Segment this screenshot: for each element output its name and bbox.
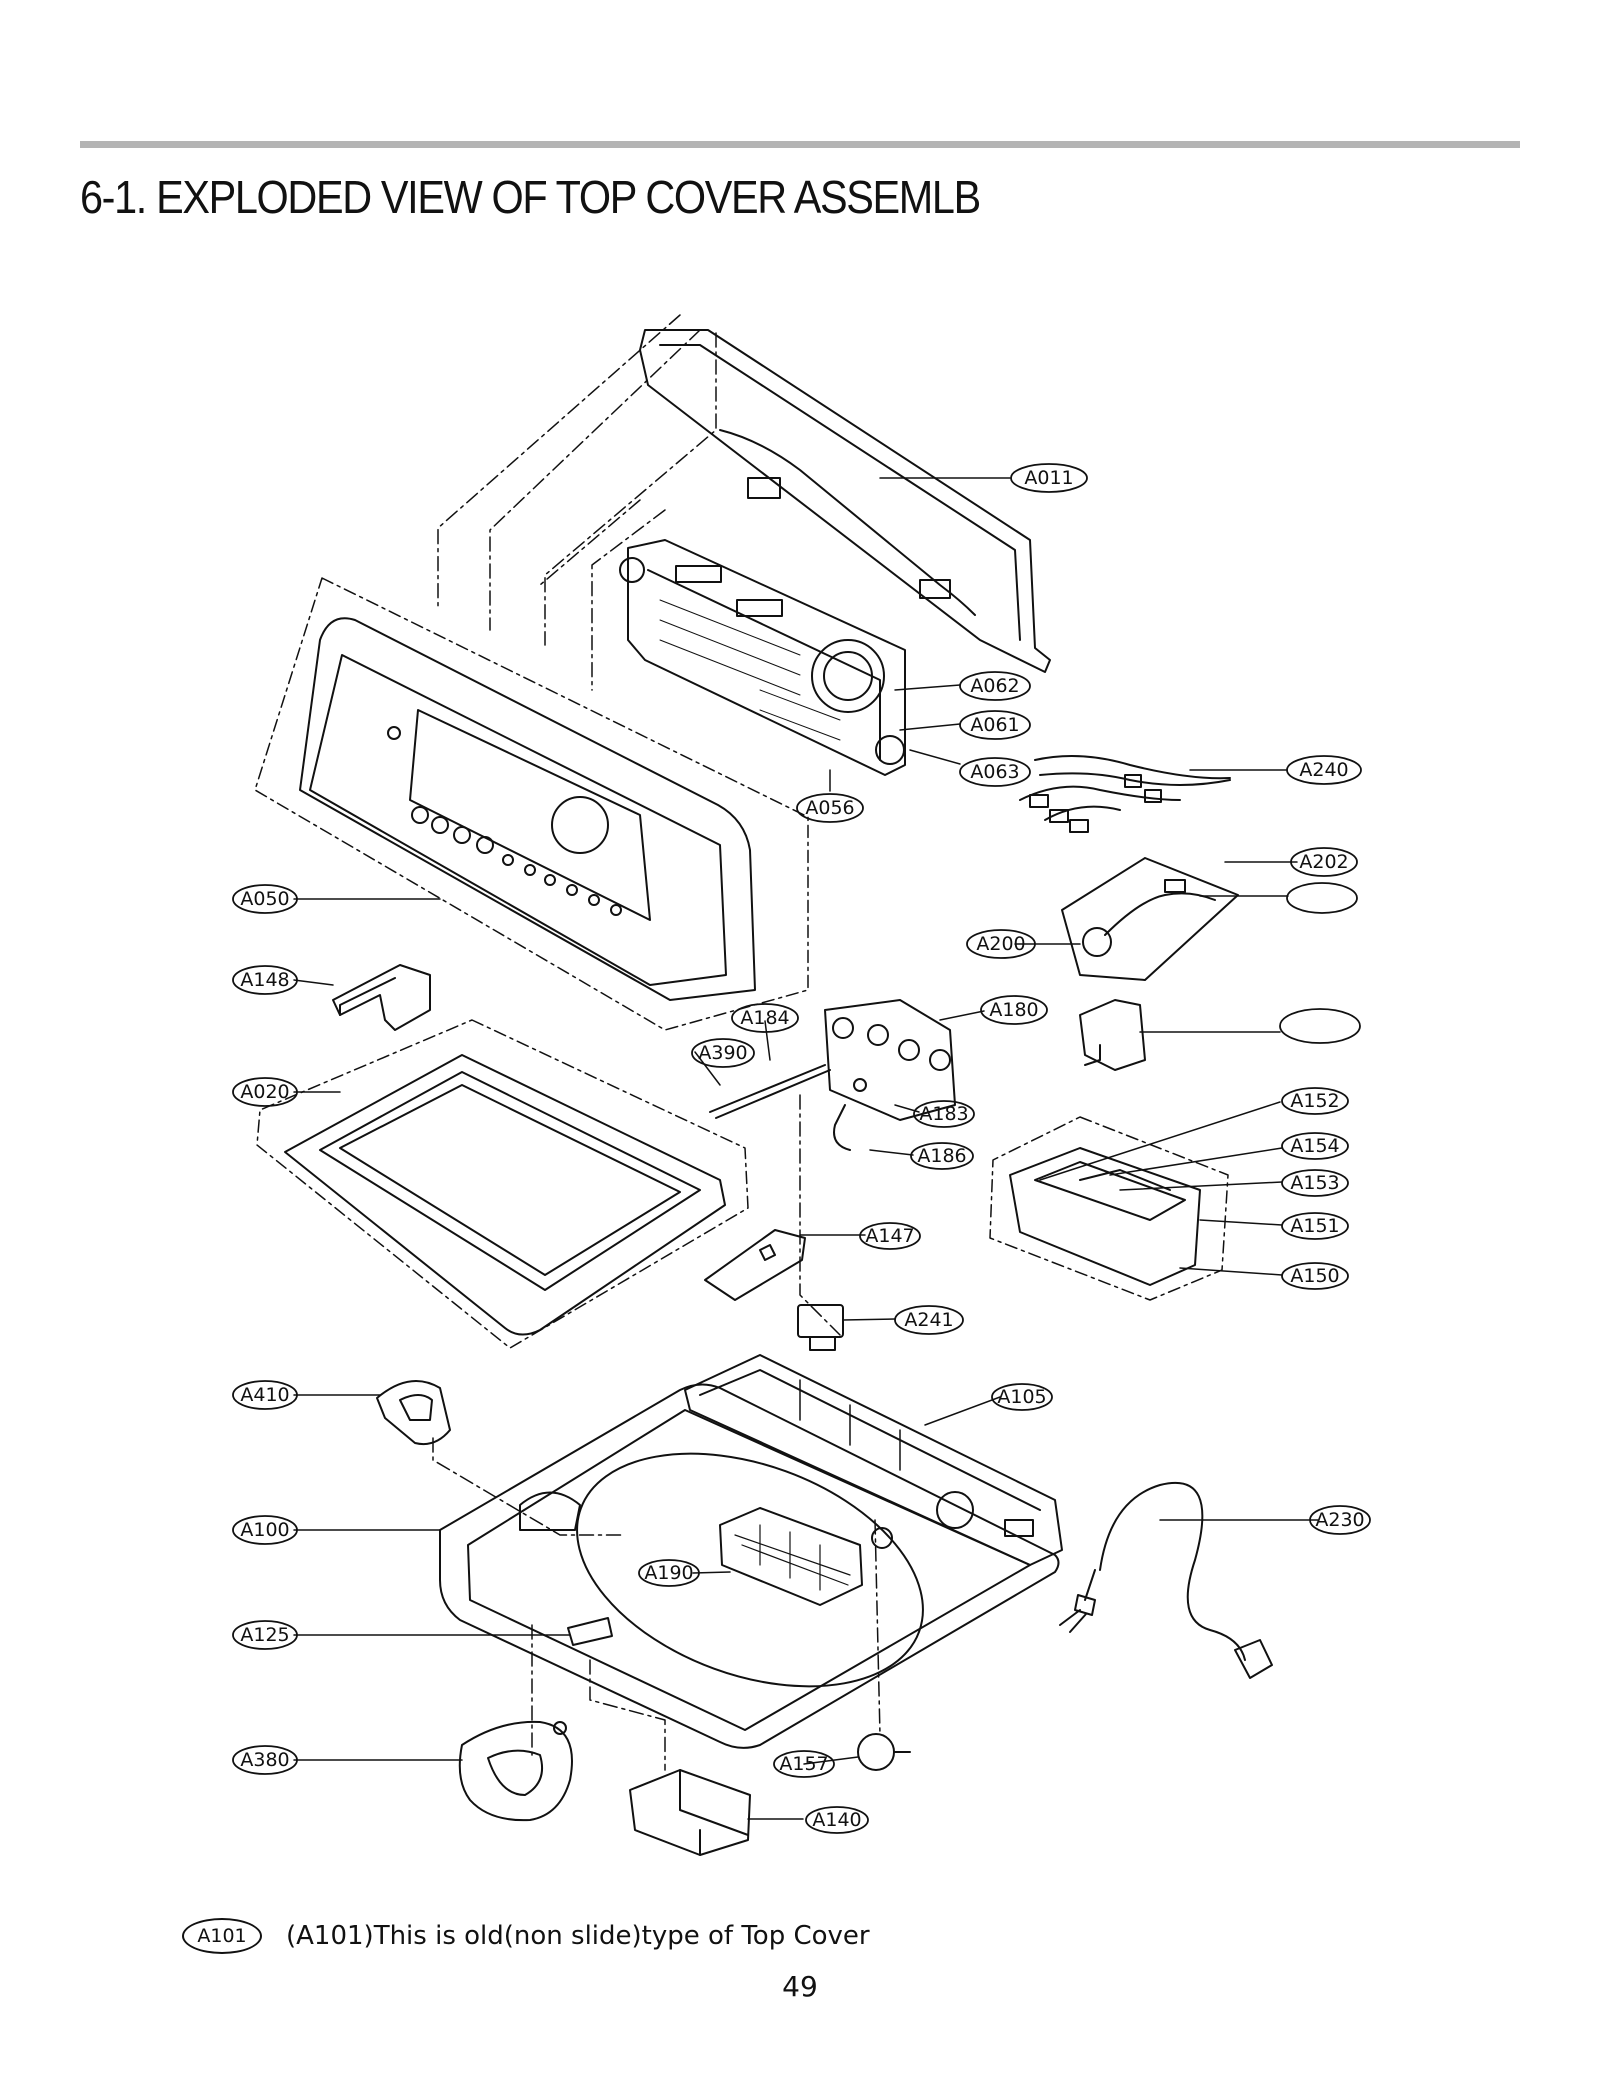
callout-a184: A184 xyxy=(740,1007,789,1029)
callout-a148: A148 xyxy=(240,969,289,991)
callout-a151: A151 xyxy=(1290,1215,1339,1237)
power-cord-part xyxy=(1059,1481,1273,1679)
callout-a125: A125 xyxy=(240,1624,289,1646)
callout-a241: A241 xyxy=(904,1309,953,1331)
callout-a410: A410 xyxy=(240,1384,289,1406)
callout-a200: A200 xyxy=(976,933,1025,955)
drain-pump-part xyxy=(458,1720,573,1822)
callout-a100: A100 xyxy=(240,1519,289,1541)
rear-panel-part xyxy=(639,329,1051,673)
rear-frame-part xyxy=(684,1354,1063,1566)
header-rule xyxy=(80,141,1520,148)
callout-a152: A152 xyxy=(1290,1090,1339,1112)
lid-part xyxy=(256,1019,749,1349)
footnote: A101 (A101)This is old(non slide)type of… xyxy=(182,1916,870,1956)
water-valve-part xyxy=(709,999,956,1151)
footnote-callout: A101 xyxy=(182,1918,262,1954)
page-number: 49 xyxy=(782,1970,818,2003)
callout-a061: A061 xyxy=(970,714,1019,736)
callout-a150: A150 xyxy=(1290,1265,1339,1287)
pump-box-part xyxy=(629,1769,751,1856)
callout-a153: A153 xyxy=(1290,1172,1339,1194)
callout-a190: A190 xyxy=(644,1562,693,1584)
dispenser-grille-part xyxy=(719,1507,863,1606)
lid-switch-part xyxy=(797,1304,844,1351)
callout-a240: A240 xyxy=(1299,759,1348,781)
callout-a140: A140 xyxy=(812,1809,861,1831)
footnote-text: (A101)This is old(non slide)type of Top … xyxy=(286,1921,870,1951)
callout-a380: A380 xyxy=(240,1749,289,1771)
callout-a180: A180 xyxy=(989,999,1038,1021)
callout-a202: A202 xyxy=(1299,851,1348,873)
callout-a186: A186 xyxy=(917,1145,966,1167)
callout-a063: A063 xyxy=(970,761,1019,783)
callout-a020: A020 xyxy=(240,1081,289,1103)
callout-a062: A062 xyxy=(970,675,1019,697)
control-pcb-part xyxy=(619,539,906,776)
detergent-drawer-part xyxy=(989,1116,1229,1301)
callout-a154: A154 xyxy=(1290,1135,1339,1157)
callout-a105: A105 xyxy=(997,1386,1046,1408)
pressure-switch-part xyxy=(1061,857,1239,981)
bracket-a148-part xyxy=(332,964,431,1031)
callout-a050: A050 xyxy=(240,888,289,910)
callout-labels: A011 A062 A061 A063 A056 A240 A202 A200 … xyxy=(240,467,1364,1831)
fill-cup-part xyxy=(376,1380,451,1446)
callout-a056: A056 xyxy=(805,797,854,819)
wire-harness-part xyxy=(1019,755,1231,833)
callout-a157: A157 xyxy=(779,1753,828,1775)
callout-a390: A390 xyxy=(698,1042,747,1064)
callout-a230: A230 xyxy=(1315,1509,1364,1531)
cap-part xyxy=(857,1733,911,1771)
callout-a183: A183 xyxy=(919,1103,968,1125)
bracket-a147-part xyxy=(704,1229,806,1301)
page-title: 6-1. EXPLODED VIEW OF TOP COVER ASSEMLB xyxy=(80,171,981,223)
callout-ellipses xyxy=(232,463,1371,1834)
control-panel-part xyxy=(254,577,809,1031)
top-cover-part xyxy=(439,1383,1060,1749)
leader-lines xyxy=(293,477,1319,1820)
callout-a147: A147 xyxy=(865,1225,914,1247)
callout-a011: A011 xyxy=(1024,467,1073,489)
side-component-part xyxy=(1079,999,1146,1071)
guide-lines xyxy=(432,314,881,1771)
